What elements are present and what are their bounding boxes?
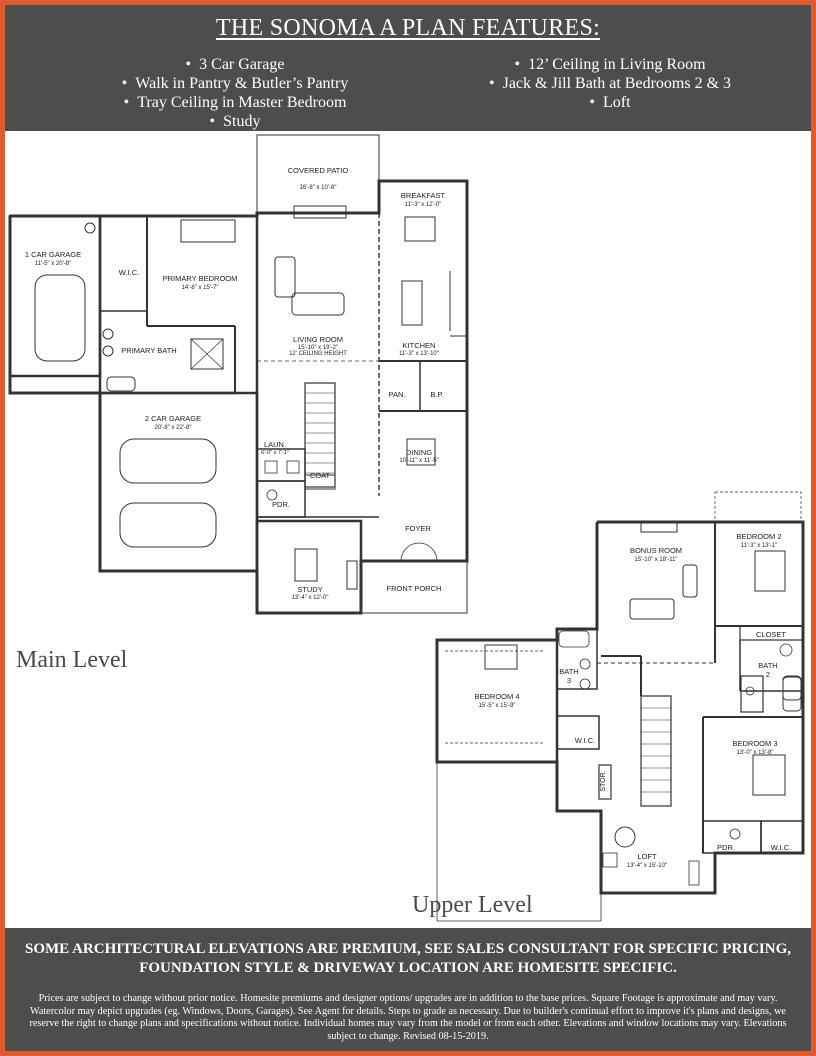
feature-item: Walk in Pantry & Butler’s Pantry — [45, 74, 425, 93]
floor-plan-area: COVERED PATIO 16'-8" x 10'-8" BREAKFAST … — [5, 131, 811, 928]
legal-disclaimer: Prices are subject to change without pri… — [29, 993, 787, 1042]
feature-item: Study — [45, 112, 425, 131]
room-label-primary-bedroom: PRIMARY BEDROOM — [163, 274, 238, 283]
room-label-butlers-pantry: B.P. — [430, 390, 443, 399]
room-label-primary-bath: PRIMARY BATH — [121, 346, 176, 355]
feature-item: 3 Car Garage — [45, 55, 425, 74]
room-label-loft: LOFT — [637, 852, 657, 861]
room-dims-bedroom-2: 11'-3" x 13'-1" — [741, 543, 777, 549]
room-label-front-porch: FRONT PORCH — [387, 584, 442, 593]
main-level-plan — [8, 134, 469, 615]
room-dims-breakfast: 11'-3" x 12'-0" — [405, 202, 441, 208]
room-label-foyer: FOYER — [405, 524, 431, 533]
room-dims-covered-patio: 16'-8" x 10'-8" — [300, 185, 337, 191]
room-label-bath-2: BATH — [758, 661, 777, 670]
room-dims-living-room: 15'-10" x 19'-2" — [298, 345, 338, 351]
room-dims-kitchen: 11'-3" x 13'-10" — [399, 351, 439, 357]
upper-level-plan — [435, 491, 805, 922]
room-dims-loft: 13'-4" x 15'-10" — [627, 863, 667, 869]
features-list-right: 12’ Ceiling in Living Room Jack & Jill B… — [425, 55, 795, 112]
room-label-living-room: LIVING ROOM — [293, 335, 343, 344]
room-label-storage: STOR. — [600, 770, 607, 791]
features-banner: THE SONOMA A PLAN FEATURES: 3 Car Garage… — [5, 5, 811, 131]
room-label-wic-upper-2: W.I.C. — [771, 843, 791, 852]
room-dims-garage-2: 20'-8" x 22'-8" — [155, 425, 192, 431]
feature-item: 12’ Ceiling in Living Room — [425, 55, 795, 74]
room-label-bedroom-4: BEDROOM 4 — [474, 692, 519, 701]
feature-item: Tray Ceiling in Master Bedroom — [45, 93, 425, 112]
room-dims-bedroom-4: 15'-5" x 15'-9" — [479, 703, 516, 709]
features-list-left: 3 Car Garage Walk in Pantry & Butler’s P… — [45, 55, 425, 131]
room-dims-study: 13'-4" x 12'-0" — [292, 595, 329, 601]
room-dims-laundry: 6'-0" x 7'-1" — [261, 450, 289, 456]
room-number-bath-2: 2 — [766, 670, 770, 679]
floor-plan-drawing: COVERED PATIO 16'-8" x 10'-8" BREAKFAST … — [8, 134, 805, 922]
room-label-pdr-upper: PDR. — [717, 843, 735, 852]
upper-level-labels: BONUS ROOM 15'-10" x 18'-11" BEDROOM 2 1… — [474, 532, 791, 869]
room-label-closet: CLOSET — [756, 630, 786, 639]
room-dims-dining: 10'-11" x 11'-5" — [399, 458, 438, 464]
features-title: THE SONOMA A PLAN FEATURES: — [215, 15, 601, 41]
main-level-labels: COVERED PATIO 16'-8" x 10'-8" BREAKFAST … — [25, 166, 446, 601]
room-label-kitchen: KITCHEN — [403, 341, 436, 350]
room-label-bedroom-3: BEDROOM 3 — [732, 739, 777, 748]
elevation-notice: SOME ARCHITECTURAL ELEVATIONS ARE PREMIU… — [25, 941, 791, 976]
main-level-label: Main Level — [16, 647, 128, 673]
room-number-bath-3: 3 — [567, 676, 571, 685]
room-label-bath-3: BATH — [559, 667, 578, 676]
room-label-breakfast: BREAKFAST — [401, 191, 446, 200]
room-label-dining: DINING — [406, 448, 432, 457]
room-label-coat: COAT — [310, 471, 331, 480]
feature-item: Loft — [425, 93, 795, 112]
room-label-bonus-room: BONUS ROOM — [630, 546, 682, 555]
room-dims-garage-1: 11'-5" x 20'-8" — [35, 261, 71, 267]
room-label-pantry: PAN. — [389, 390, 406, 399]
room-label-wic: W.I.C. — [119, 268, 139, 277]
room-label-garage-2: 2 CAR GARAGE — [145, 414, 201, 423]
room-label-covered-patio: COVERED PATIO — [288, 166, 349, 175]
room-label-bedroom-2: BEDROOM 2 — [736, 532, 781, 541]
room-label-garage-1: 1 CAR GARAGE — [25, 250, 81, 259]
feature-item: Jack & Jill Bath at Bedrooms 2 & 3 — [425, 74, 795, 93]
room-dims-bedroom-3: 13'-0" x 13'-8" — [737, 750, 774, 756]
disclaimer-banner: SOME ARCHITECTURAL ELEVATIONS ARE PREMIU… — [5, 928, 811, 1051]
room-label-wic-upper: W.I.C. — [575, 736, 595, 745]
room-dims-primary-bedroom: 14'-8" x 15'-7" — [182, 285, 219, 291]
room-label-powder: PDR. — [272, 500, 290, 509]
room-dims-bonus-room: 15'-10" x 18'-11" — [634, 557, 677, 563]
room-label-laundry: LAUN. — [264, 440, 286, 449]
upper-level-label: Upper Level — [412, 892, 533, 918]
room-label-study: STUDY — [297, 585, 322, 594]
room-note-living-room: 12' CEILING HEIGHT — [289, 351, 347, 357]
